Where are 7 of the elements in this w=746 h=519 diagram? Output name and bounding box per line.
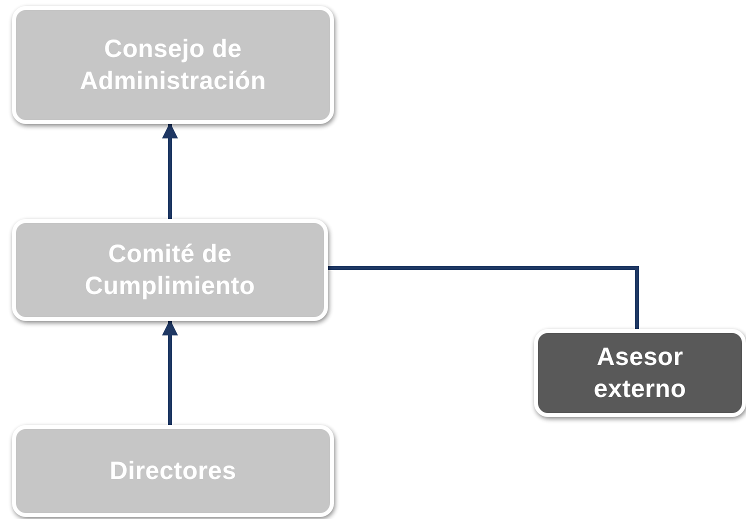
- box-label: Consejo de Administración: [78, 34, 268, 97]
- box-label: Directores: [110, 456, 236, 487]
- box-label: Comité de Cumplimiento: [84, 238, 256, 302]
- arrow: [162, 319, 178, 425]
- arrow: [162, 122, 178, 219]
- connector-line: [328, 266, 639, 329]
- box-label: Asesor externo: [592, 342, 688, 405]
